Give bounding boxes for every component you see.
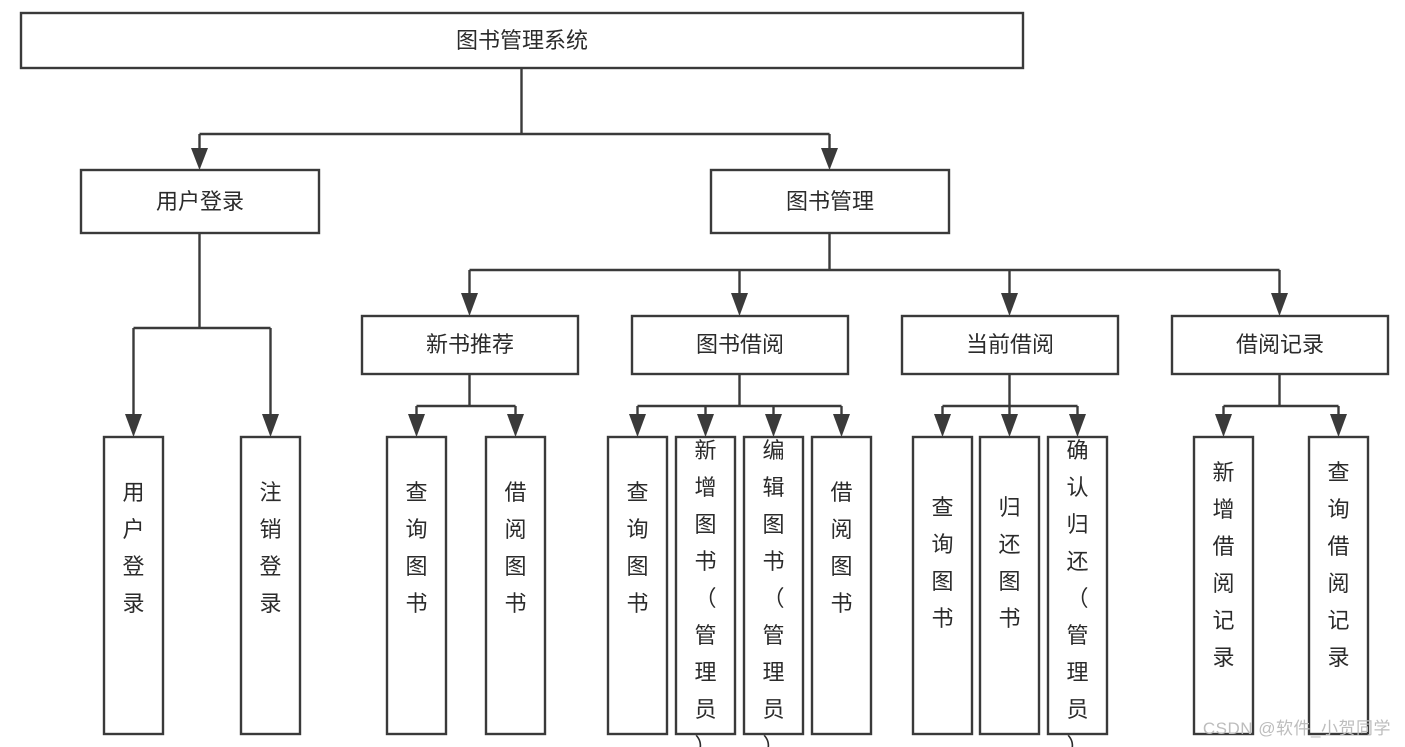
arrow-to-borrow-leaf-4 <box>833 414 850 437</box>
leaf-node[interactable]: 查询图书 <box>385 435 448 736</box>
node-book-management-label: 图书管理 <box>786 189 874 214</box>
leaf-current-query-book-box[interactable] <box>911 435 974 736</box>
leaf-return-book-label: 归还图书 <box>998 495 1020 631</box>
leaf-recommend-query-book-label: 查询图书 <box>405 480 427 616</box>
node-book-borrow-box[interactable] <box>630 314 850 376</box>
arrow-to-records-leaf-2 <box>1330 414 1347 437</box>
leaf-add-borrow-record-box[interactable] <box>1192 435 1255 736</box>
arrow-to-leaf-logout <box>262 414 279 437</box>
leaf-user-login-box[interactable] <box>102 435 165 736</box>
node-borrow-records[interactable]: 借阅记录 <box>1170 314 1390 376</box>
node-current-borrow-label: 当前借阅 <box>966 332 1054 357</box>
leaf-logout-label: 注销登录 <box>259 480 281 616</box>
node-new-book-recommend[interactable]: 新书推荐 <box>360 314 580 376</box>
leaf-return-book-box[interactable] <box>978 435 1041 736</box>
arrow-to-book-manage <box>821 148 838 170</box>
arrow-to-leaf-user-login <box>125 414 142 437</box>
arrow-to-recommend-leaf-1 <box>408 414 425 437</box>
leaf-confirm-return-admin-label: 确认归还（管理员） <box>1066 438 1088 747</box>
node-root-system[interactable]: 图书管理系统 <box>19 11 1025 70</box>
arrow-to-current-leaf-3 <box>1069 414 1086 437</box>
arrow-to-book-borrow <box>731 293 748 316</box>
node-root-label: 图书管理系统 <box>456 28 588 53</box>
leaf-borrow-book-box[interactable] <box>810 435 873 736</box>
node-current-borrow[interactable]: 当前借阅 <box>900 314 1120 376</box>
leaf-borrow-book-label: 借阅图书 <box>830 480 852 616</box>
leaf-user-login-label: 用户登录 <box>122 480 144 616</box>
leaf-logout-box[interactable] <box>239 435 302 736</box>
node-user-login-label: 用户登录 <box>156 189 244 214</box>
node-user-login[interactable]: 用户登录 <box>79 168 321 235</box>
arrow-to-user-login <box>191 148 208 170</box>
leaf-borrow-query-book-label: 查询图书 <box>626 480 648 616</box>
leaf-node[interactable]: 查询图书 <box>911 435 974 736</box>
leaf-node[interactable]: 用户登录 <box>102 435 165 736</box>
arrow-to-recommend-leaf-2 <box>507 414 524 437</box>
leaf-edit-book-admin-label: 编辑图书（管理员） <box>762 438 784 747</box>
node-book-borrow-label: 图书借阅 <box>696 332 784 357</box>
leaf-borrow-query-book-box[interactable] <box>606 435 669 736</box>
csdn-watermark: CSDN @软件_小贺同学 <box>1202 719 1391 738</box>
arrow-to-records-leaf-1 <box>1215 414 1232 437</box>
leaf-node[interactable]: 归还图书 <box>978 435 1041 736</box>
leaf-node[interactable]: 借阅图书 <box>484 435 547 736</box>
arrow-to-borrow-leaf-1 <box>629 414 646 437</box>
node-book-management[interactable]: 图书管理 <box>709 168 951 235</box>
node-root-box[interactable] <box>19 11 1025 70</box>
node-book-borrow[interactable]: 图书借阅 <box>630 314 850 376</box>
arrow-to-borrow-records <box>1271 293 1288 316</box>
leaf-confirm-return-admin-box[interactable] <box>1046 435 1109 736</box>
leaf-node[interactable]: 确认归还（管理员） <box>1046 435 1109 747</box>
arrow-to-current-leaf-1 <box>934 414 951 437</box>
node-borrow-records-box[interactable] <box>1170 314 1390 376</box>
leaf-node[interactable]: 编辑图书（管理员） <box>742 435 805 747</box>
arrow-to-borrow-leaf-2 <box>697 414 714 437</box>
leaf-node[interactable]: 注销登录 <box>239 435 302 736</box>
leaf-current-query-book-label: 查询图书 <box>931 495 953 631</box>
leaf-add-book-admin-label: 新增图书（管理员） <box>694 438 716 747</box>
leaf-recommend-borrow-book-label: 借阅图书 <box>504 480 526 616</box>
leaf-add-borrow-record-label: 新增借阅记录 <box>1212 460 1234 670</box>
leaf-node[interactable]: 借阅图书 <box>810 435 873 736</box>
node-borrow-records-label: 借阅记录 <box>1236 332 1324 357</box>
leaf-query-borrow-record-box[interactable] <box>1307 435 1370 736</box>
node-user-login-box[interactable] <box>79 168 321 235</box>
leaf-node[interactable]: 查询借阅记录 <box>1307 435 1370 736</box>
leaf-add-book-admin-box[interactable] <box>674 435 737 736</box>
leaf-recommend-borrow-book-box[interactable] <box>484 435 547 736</box>
node-new-book-recommend-label: 新书推荐 <box>426 332 514 357</box>
leaf-edit-book-admin-box[interactable] <box>742 435 805 736</box>
leaf-node[interactable]: 新增图书（管理员） <box>674 435 737 747</box>
connector-layer <box>125 68 1347 437</box>
arrow-to-new-book-recommend <box>461 293 478 316</box>
arrow-to-current-leaf-2 <box>1001 414 1018 437</box>
leaf-node[interactable]: 查询图书 <box>606 435 669 736</box>
arrow-to-borrow-leaf-3 <box>765 414 782 437</box>
arrow-to-current-borrow <box>1001 293 1018 316</box>
node-current-borrow-box[interactable] <box>900 314 1120 376</box>
node-book-management-box[interactable] <box>709 168 951 235</box>
leaf-recommend-query-book-box[interactable] <box>385 435 448 736</box>
node-new-book-recommend-box[interactable] <box>360 314 580 376</box>
leaf-node[interactable]: 新增借阅记录 <box>1192 435 1255 736</box>
leaf-query-borrow-record-label: 查询借阅记录 <box>1327 460 1349 670</box>
